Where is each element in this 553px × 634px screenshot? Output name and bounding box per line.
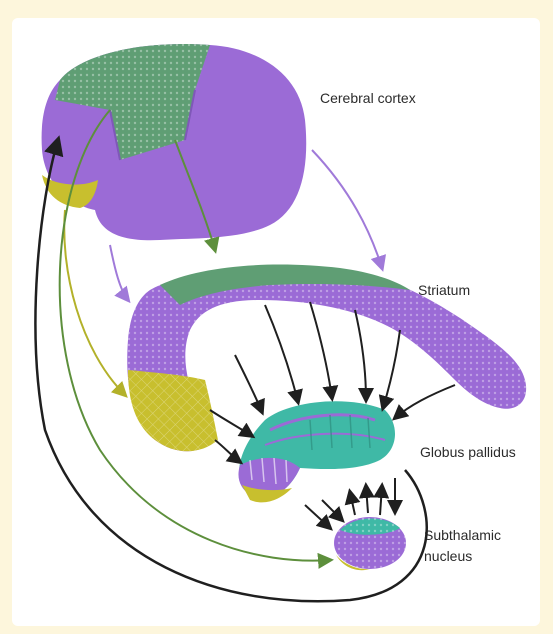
arrow-cortex-to-striatum-right — [312, 150, 382, 268]
arrow-striatum-gp-3 — [310, 302, 332, 398]
arrow-striatum-gp-2 — [265, 305, 298, 402]
subthalamic-label-line1: Subthalamic — [424, 527, 501, 543]
arrow-stn-gp-2 — [366, 486, 368, 513]
arrow-striatum-gp-4 — [355, 310, 366, 400]
arrow-striatum-gp-5 — [383, 330, 400, 408]
arrow-gp-stn-2 — [322, 500, 342, 520]
striatum-label: Striatum — [418, 282, 470, 298]
cortex-label: Cerebral cortex — [320, 90, 416, 106]
arrow-cortex-to-striatum-left — [110, 245, 128, 300]
arrow-striatum-gp-8 — [215, 440, 240, 462]
globus-pallidus-label: Globus pallidus — [420, 444, 516, 460]
cerebral-cortex: Cerebral cortex — [42, 44, 416, 240]
globus-pallidus: Globus pallidus — [238, 401, 515, 502]
arrow-stn-gp-3 — [380, 486, 382, 515]
subthalamic-label-line2: nucleus — [424, 548, 472, 564]
arrow-striatum-gp-1 — [235, 355, 262, 412]
arrow-striatum-gp-6 — [395, 385, 455, 418]
arrow-olive-cortex-to-striatum — [64, 210, 125, 395]
arrow-stn-gp-1 — [350, 492, 355, 515]
arrow-gp-stn-1 — [305, 505, 330, 528]
